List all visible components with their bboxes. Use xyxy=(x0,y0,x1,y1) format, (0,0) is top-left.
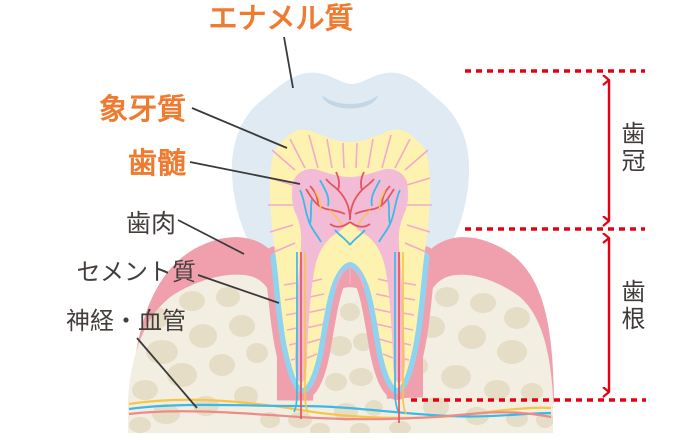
cementum-label: セメント質 xyxy=(76,258,196,286)
cementum-leader xyxy=(197,274,280,304)
crown-measure-label: 歯冠 xyxy=(617,121,645,175)
dentin-tubule-lines xyxy=(268,134,432,361)
root-measure-label: 歯根 xyxy=(617,279,645,333)
measurement-marks xyxy=(411,69,646,402)
enamel-leader xyxy=(283,36,294,89)
pulp-label: 歯髄 xyxy=(127,146,186,180)
occlusal-groove xyxy=(322,95,378,109)
gum-label: 歯肉 xyxy=(125,209,176,238)
gum-leader xyxy=(177,219,245,255)
nerve-vessel-bundle xyxy=(128,398,552,421)
dentin-leader xyxy=(191,107,288,149)
pulp-leader xyxy=(189,161,301,185)
leader-lines xyxy=(136,36,301,409)
dentin-label: 象牙質 xyxy=(98,92,186,126)
pulp-vessels xyxy=(299,171,401,246)
enamel-label: エナメル質 xyxy=(208,1,354,35)
pulp-shape xyxy=(292,169,408,383)
nerve-vessel-label: 神経・血管 xyxy=(66,307,186,335)
root-canal-vessels xyxy=(293,252,407,423)
nerve-leader xyxy=(136,337,198,409)
